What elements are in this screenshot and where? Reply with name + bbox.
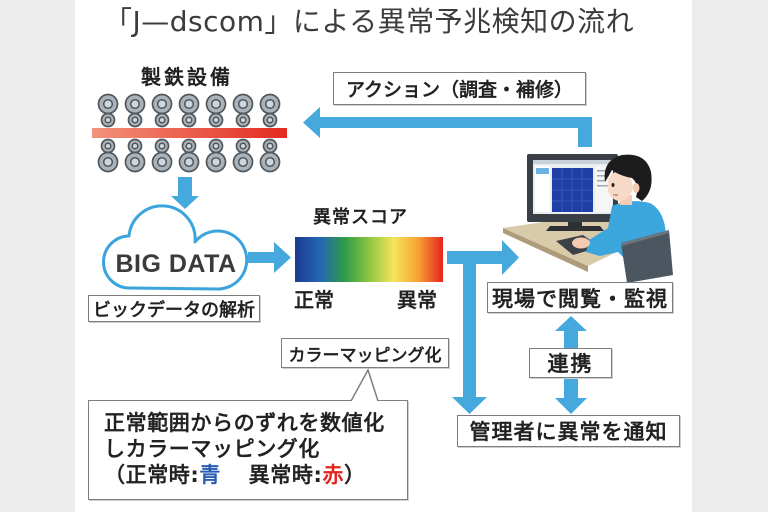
rolling-mill-icon xyxy=(97,93,281,173)
callout-legend-line: （正常時:青 異常時:赤） xyxy=(104,462,407,488)
operator-face xyxy=(607,171,633,201)
anomaly-score-title: 異常スコア xyxy=(313,207,408,228)
large-roller xyxy=(151,151,173,173)
operator-hair xyxy=(604,154,652,201)
notify-manager-label: 管理者に異常を通知 xyxy=(469,420,668,444)
linkage-box: 連携 xyxy=(529,348,612,378)
large-roller xyxy=(232,93,254,115)
small-roller xyxy=(235,138,251,154)
large-roller xyxy=(124,93,146,115)
small-roller xyxy=(127,112,143,128)
small-roller xyxy=(235,112,251,128)
legend-normal-color-word: 青 xyxy=(199,463,222,487)
explanation-callout: 正常範囲からのずれを数値化 しカラーマッピング化 （正常時:青 異常時:赤） xyxy=(88,400,408,500)
small-roller xyxy=(208,138,224,154)
large-roller xyxy=(259,151,281,173)
action-arrow-icon xyxy=(303,107,592,147)
color-mapping-label: カラーマッピング化 xyxy=(288,345,442,366)
large-roller xyxy=(178,151,200,173)
large-roller xyxy=(97,93,119,115)
monitor xyxy=(527,154,618,231)
cloud-icon xyxy=(102,204,249,291)
legend-gap xyxy=(221,463,243,487)
action-box: アクション（調査・補修） xyxy=(333,72,586,105)
legend-close-paren: ） xyxy=(344,463,366,487)
big-data-analysis-box: ビックデータの解析 xyxy=(88,295,260,322)
small-roller xyxy=(100,138,116,154)
large-roller xyxy=(124,151,146,173)
small-roller xyxy=(127,138,143,154)
large-roller xyxy=(151,93,173,115)
small-roller xyxy=(100,112,116,128)
onsite-monitoring-label: 現場で閲覧・監視 xyxy=(492,286,668,311)
large-roller xyxy=(232,151,254,173)
small-roller xyxy=(262,138,278,154)
legend-open-paren: （ xyxy=(104,463,126,487)
callout-line-1: 正常範囲からのずれを数値化 xyxy=(104,411,385,435)
small-roller xyxy=(154,138,170,154)
linkage-label: 連携 xyxy=(547,352,594,376)
onsite-monitoring-box: 現場で閲覧・監視 xyxy=(487,282,673,313)
equipment-label: 製鉄設備 xyxy=(141,65,233,89)
small-roller xyxy=(181,138,197,154)
large-roller xyxy=(205,151,227,173)
callout-line-2: しカラーマッピング化 xyxy=(104,437,320,461)
big-data-analysis-label: ビックデータの解析 xyxy=(93,299,255,321)
score-abnormal-label: 異常 xyxy=(397,288,437,312)
legend-normal-label: 正常時: xyxy=(125,463,200,487)
legend-abnormal-label: 異常時: xyxy=(248,463,323,487)
operator-neck xyxy=(620,195,632,205)
action-label: アクション（調査・補修） xyxy=(345,79,574,101)
right-arrow-icon xyxy=(248,242,291,273)
branch-arrow-icon xyxy=(447,240,519,414)
big-data-cloud-text: BIG DATA xyxy=(115,250,237,278)
small-roller xyxy=(154,112,170,128)
operator-eye xyxy=(611,183,615,187)
desk-edge xyxy=(503,228,588,272)
chair-edge xyxy=(621,230,669,246)
small-roller xyxy=(208,112,224,128)
notify-manager-box: 管理者に異常を通知 xyxy=(457,415,680,447)
large-roller xyxy=(205,93,227,115)
anomaly-score-color-scale xyxy=(295,237,443,282)
small-roller xyxy=(181,112,197,128)
color-mapping-box: カラーマッピング化 xyxy=(281,338,449,368)
hot-steel-strip xyxy=(92,128,287,138)
score-normal-label: 正常 xyxy=(294,288,334,312)
chair xyxy=(621,230,673,283)
operator-ear xyxy=(632,183,640,193)
large-roller xyxy=(97,151,119,173)
operator-at-computer-icon xyxy=(503,154,673,283)
large-roller xyxy=(178,93,200,115)
page-title: 「J—dscom」による異常予兆検知の流れ xyxy=(104,5,635,38)
operator-hand xyxy=(572,237,590,249)
large-roller xyxy=(259,93,281,115)
legend-abnormal-color-word: 赤 xyxy=(322,463,345,487)
down-arrow-icon xyxy=(171,177,199,209)
small-roller xyxy=(262,112,278,128)
